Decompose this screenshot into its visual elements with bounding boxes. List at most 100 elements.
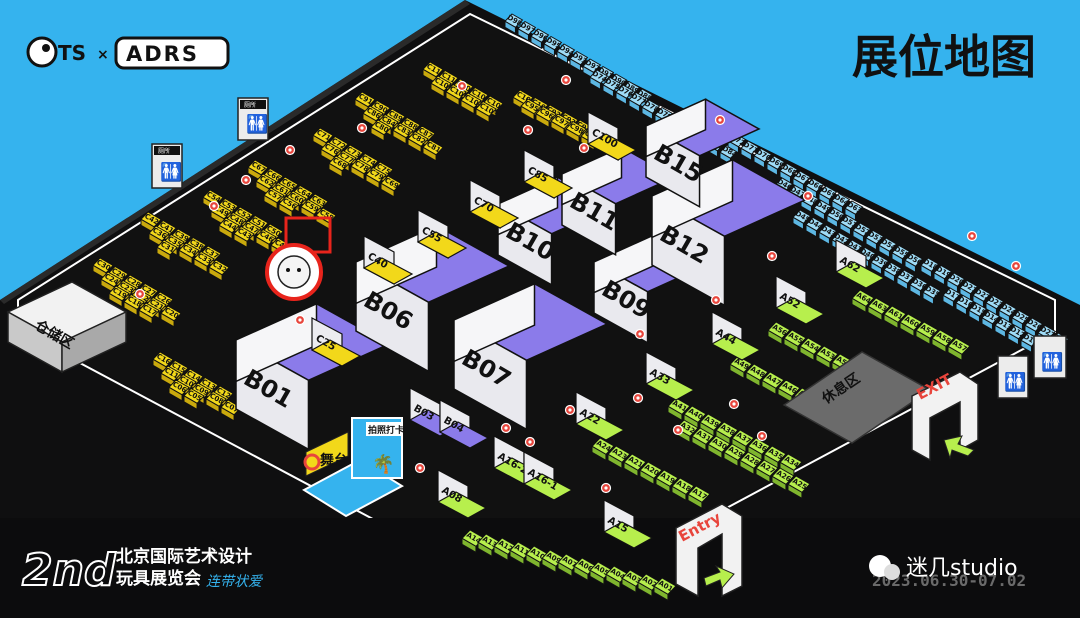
booth-c62[interactable]: C62 [255,173,277,196]
booth-a21[interactable]: A21 [623,453,647,478]
booth-a52[interactable]: A52 [774,275,826,325]
booth-a36[interactable]: A36 [747,437,771,462]
booth-a08[interactable]: A08 [436,469,488,519]
booth-a16-1[interactable]: A16-1 [522,451,574,501]
booth-a38[interactable]: A38 [715,421,739,446]
booth-a26[interactable]: A26 [771,467,795,492]
booth-a29[interactable]: A29 [723,443,747,468]
restroom-west[interactable]: 厕所 🚻 [151,143,183,189]
booth-c103[interactable]: C103 [475,100,499,124]
booth-a63[interactable]: A63 [867,297,891,322]
booth-a25[interactable]: A25 [787,475,811,500]
location-pin-icon[interactable] [564,404,576,416]
booth-a19[interactable]: A19 [655,469,679,494]
booth-d94[interactable]: D94 [556,43,575,65]
location-pin-icon[interactable] [756,430,768,442]
booth-a35[interactable]: A35 [763,445,787,470]
restroom-east-1[interactable]: 🚻 [997,355,1029,399]
location-pin-icon[interactable] [500,422,512,434]
location-pin-icon[interactable] [672,424,684,436]
booth-a15[interactable]: A15 [602,499,654,549]
booth-a60[interactable]: A60 [899,313,923,338]
booth-a48[interactable]: A48 [745,363,769,388]
location-pin-icon[interactable] [560,74,572,86]
booth-a47[interactable]: A47 [761,371,785,396]
location-pin-icon[interactable] [766,250,778,262]
restroom-north[interactable]: 厕所 🚻 [237,97,269,141]
booth-d49[interactable]: D49 [813,199,832,221]
booth-c79[interactable]: C79 [365,166,387,190]
location-pin-icon[interactable] [802,190,814,202]
location-pin-icon[interactable] [728,398,740,410]
booth-c34[interactable]: C34 [178,242,200,265]
restroom-east-2[interactable]: 🚻 [1033,335,1067,379]
booth-b15[interactable]: B15 [644,98,761,209]
booth-a41[interactable]: A41 [667,397,691,422]
booth-d25[interactable]: D25 [1011,309,1030,331]
booth-a55[interactable]: A55 [783,329,807,354]
booth-a64[interactable]: A64 [851,289,875,314]
booth-a32[interactable]: A32 [675,419,699,444]
booth-a54[interactable]: A54 [799,337,823,362]
location-pin-icon[interactable] [208,200,220,212]
booth-c100[interactable]: C100 [586,111,638,161]
booth-a28[interactable]: A28 [739,451,763,476]
booth-a53[interactable]: A53 [815,345,839,370]
booth-c70[interactable]: C70 [468,179,520,229]
booth-a34[interactable]: A34 [779,453,803,478]
booth-a57[interactable]: A57 [947,337,971,362]
booth-a40[interactable]: A40 [683,405,707,430]
booth-a23[interactable]: A23 [607,445,631,470]
booth-a62[interactable]: A62 [834,239,886,289]
booth-a61[interactable]: A61 [883,305,907,330]
booth-c33[interactable]: C33 [193,250,215,274]
booth-a27[interactable]: A27 [755,459,779,484]
booth-c83[interactable]: C83 [392,122,414,145]
location-pin-icon[interactable] [240,174,252,186]
booth-a39[interactable]: A39 [699,413,723,438]
booth-a30[interactable]: A30 [707,435,731,460]
booth-c68[interactable]: C68 [328,155,350,178]
location-pin-icon[interactable] [456,80,468,92]
location-pin-icon[interactable] [1010,260,1022,272]
storage-area[interactable]: 仓储区 [6,281,128,374]
location-pin-icon[interactable] [356,122,368,134]
booth-c25[interactable]: C25 [310,317,362,367]
location-pin-icon[interactable] [714,114,726,126]
location-pin-icon[interactable] [634,328,646,340]
location-pin-icon[interactable] [600,482,612,494]
booth-d16[interactable]: D16 [955,294,974,316]
booth-a33[interactable]: A33 [644,351,696,401]
booth-d63[interactable]: D63 [844,200,863,222]
booth-a20[interactable]: A20 [639,461,663,486]
location-pin-icon[interactable] [632,392,644,404]
location-pin-icon[interactable] [294,314,306,326]
booth-c07[interactable]: C07 [220,399,242,422]
booth-a18[interactable]: A18 [671,477,695,502]
booth-a58[interactable]: A58 [931,329,955,354]
booth-c24[interactable]: C24 [100,271,122,294]
booth-b04[interactable]: B04 [438,399,490,449]
booth-a56[interactable]: A56 [767,321,791,346]
booth-d67[interactable]: D67 [792,170,811,192]
exit-gate[interactable]: EXIT [911,370,979,462]
booth-c80[interactable]: C80 [370,119,392,142]
booth-a01[interactable]: A01 [653,577,677,602]
location-pin-icon[interactable] [284,144,296,156]
location-pin-icon[interactable] [524,436,536,448]
booth-a22[interactable]: A22 [574,391,626,441]
booth-d17[interactable]: D17 [942,287,961,309]
location-pin-icon[interactable] [134,288,146,300]
booth-a24[interactable]: A24 [591,437,615,462]
booth-a17[interactable]: A17 [687,485,711,510]
stage-area[interactable]: 拍照打卡 舞台 🌴 [301,417,404,518]
location-pin-icon[interactable] [578,142,590,154]
booth-c40[interactable]: C40 [362,235,414,285]
booth-a59[interactable]: A59 [915,321,939,346]
highlight-marker[interactable] [265,216,332,301]
booth-b07[interactable]: B07 [452,282,609,431]
location-pin-icon[interactable] [710,294,722,306]
booth-c18[interactable]: C18 [123,293,145,317]
booth-c106[interactable]: C106 [430,75,454,98]
booth-a49[interactable]: A49 [729,355,753,380]
